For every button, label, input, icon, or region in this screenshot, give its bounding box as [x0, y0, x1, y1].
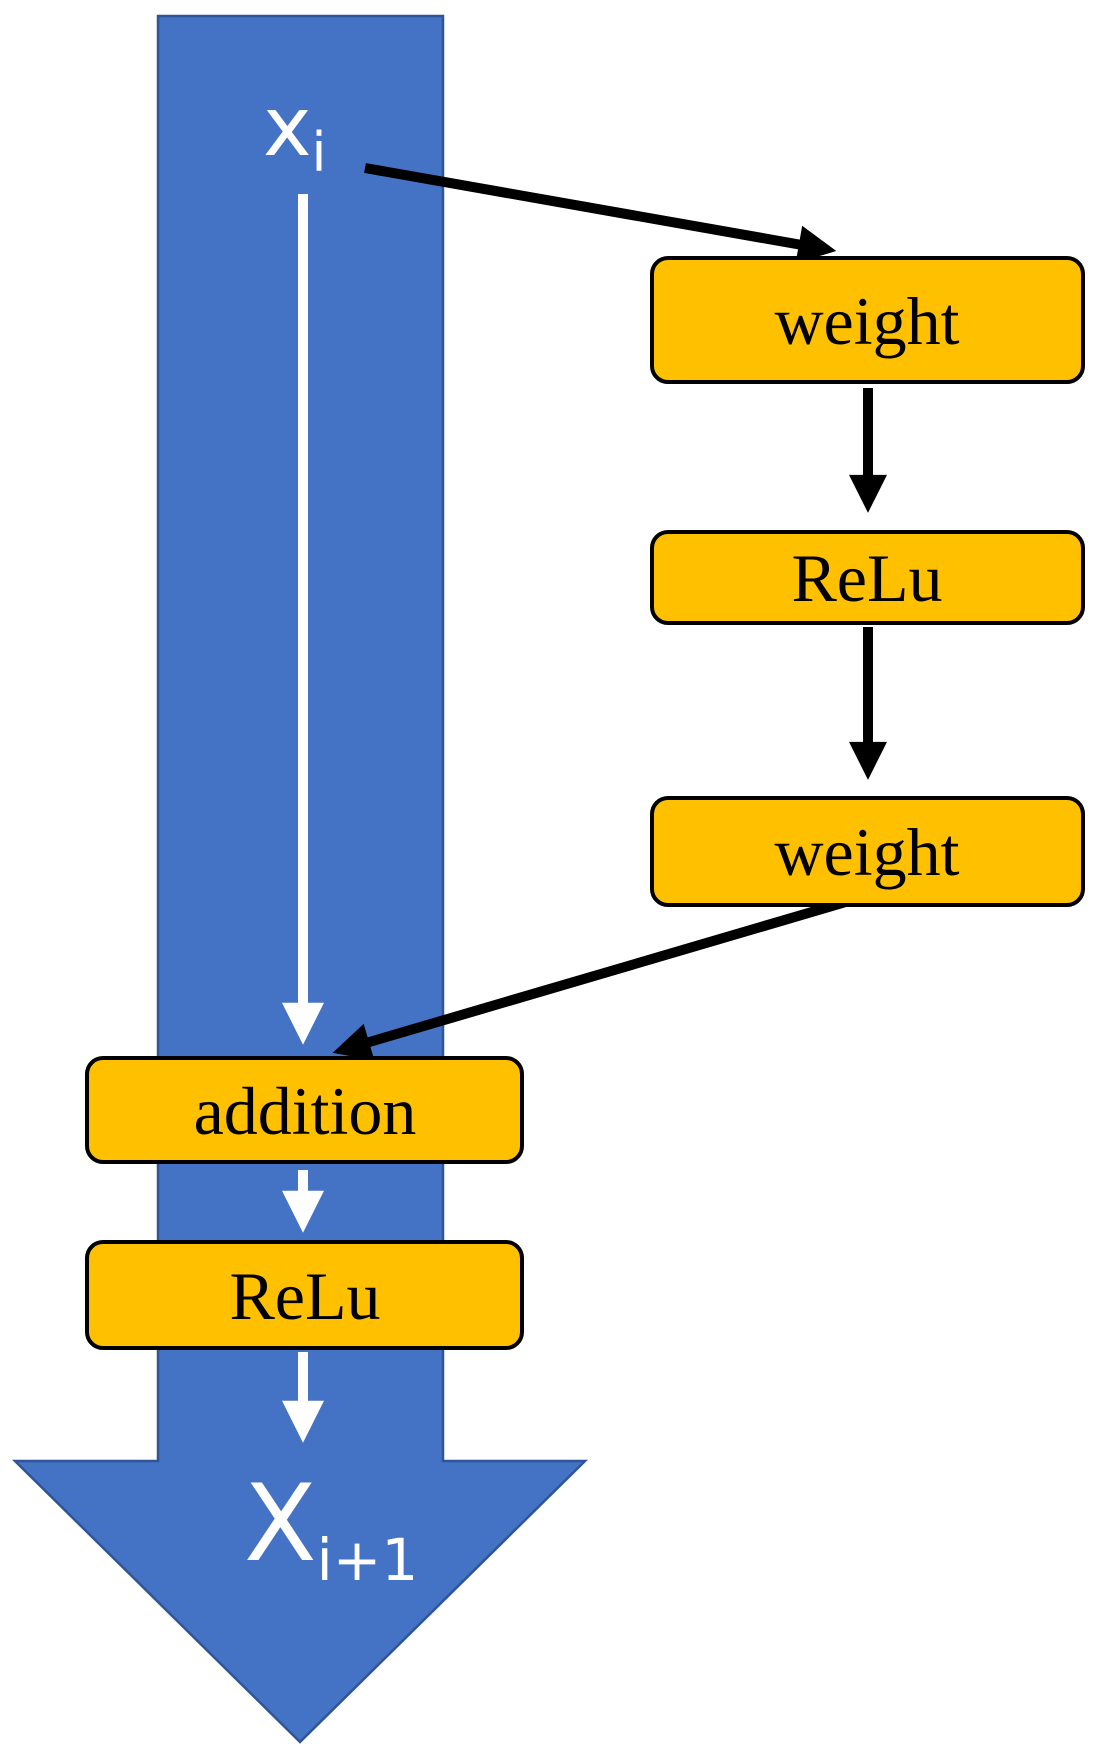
node-weight-2-label: weight [774, 814, 959, 890]
node-relu-1-label: ReLu [791, 540, 942, 616]
node-weight-1: weight [650, 256, 1085, 384]
input-label-base: x [263, 80, 312, 175]
edge-weight2-to-addition [332, 894, 858, 1061]
node-addition-box [85, 1056, 524, 1164]
input-label-subscript: i [312, 121, 327, 184]
node-relu-1: ReLu [650, 530, 1085, 625]
node-weight-2-box [650, 796, 1085, 907]
node-relu-1-box [650, 530, 1085, 625]
node-weight-1-box [650, 256, 1085, 384]
node-addition-label: addition [194, 1073, 417, 1149]
node-weight-1-label: weight [774, 283, 959, 359]
node-weight-2: weight [650, 796, 1085, 907]
output-label: Xi+1 [244, 1462, 418, 1594]
node-relu-2-label: ReLu [229, 1258, 380, 1334]
node-relu-2-box [85, 1240, 524, 1350]
node-relu-2: ReLu [85, 1240, 524, 1350]
node-addition: addition [85, 1056, 524, 1164]
output-label-base: X [244, 1462, 317, 1585]
output-label-subscript: i+1 [317, 1526, 419, 1594]
input-label: xi [263, 80, 327, 184]
edge-input-to-weight1 [364, 163, 837, 264]
